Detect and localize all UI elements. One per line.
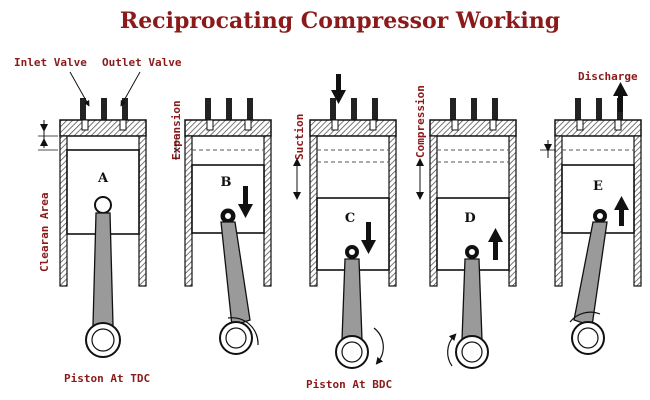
stage-d: D: [429, 98, 517, 369]
stage-c: C: [309, 74, 397, 369]
clearan-area-label: Clearan Area: [38, 193, 51, 272]
diagram-title: Reciprocating Compressor Working: [120, 8, 560, 34]
piston-tdc-label: Piston At TDC: [64, 372, 150, 385]
stage-label-e: E: [593, 179, 603, 194]
stage-a: A: [38, 71, 147, 358]
stage-label-c: C: [345, 211, 355, 226]
outlet-valve-label: Outlet Valve: [102, 56, 182, 69]
stage-label-a: A: [97, 171, 109, 186]
piston-bdc-label: Piston At BDC: [306, 378, 392, 391]
suction-label: Suction: [293, 114, 306, 160]
stage-label-d: D: [464, 211, 475, 226]
discharge-label: Discharge: [578, 70, 638, 83]
stage-e: E: [540, 82, 642, 355]
expansion-label: Expansion: [170, 100, 183, 160]
stage-b: B: [184, 98, 272, 355]
compression-label: Compression: [414, 85, 427, 158]
inlet-valve-label: Inlet Valve: [14, 56, 87, 69]
stage-label-b: B: [221, 175, 232, 190]
